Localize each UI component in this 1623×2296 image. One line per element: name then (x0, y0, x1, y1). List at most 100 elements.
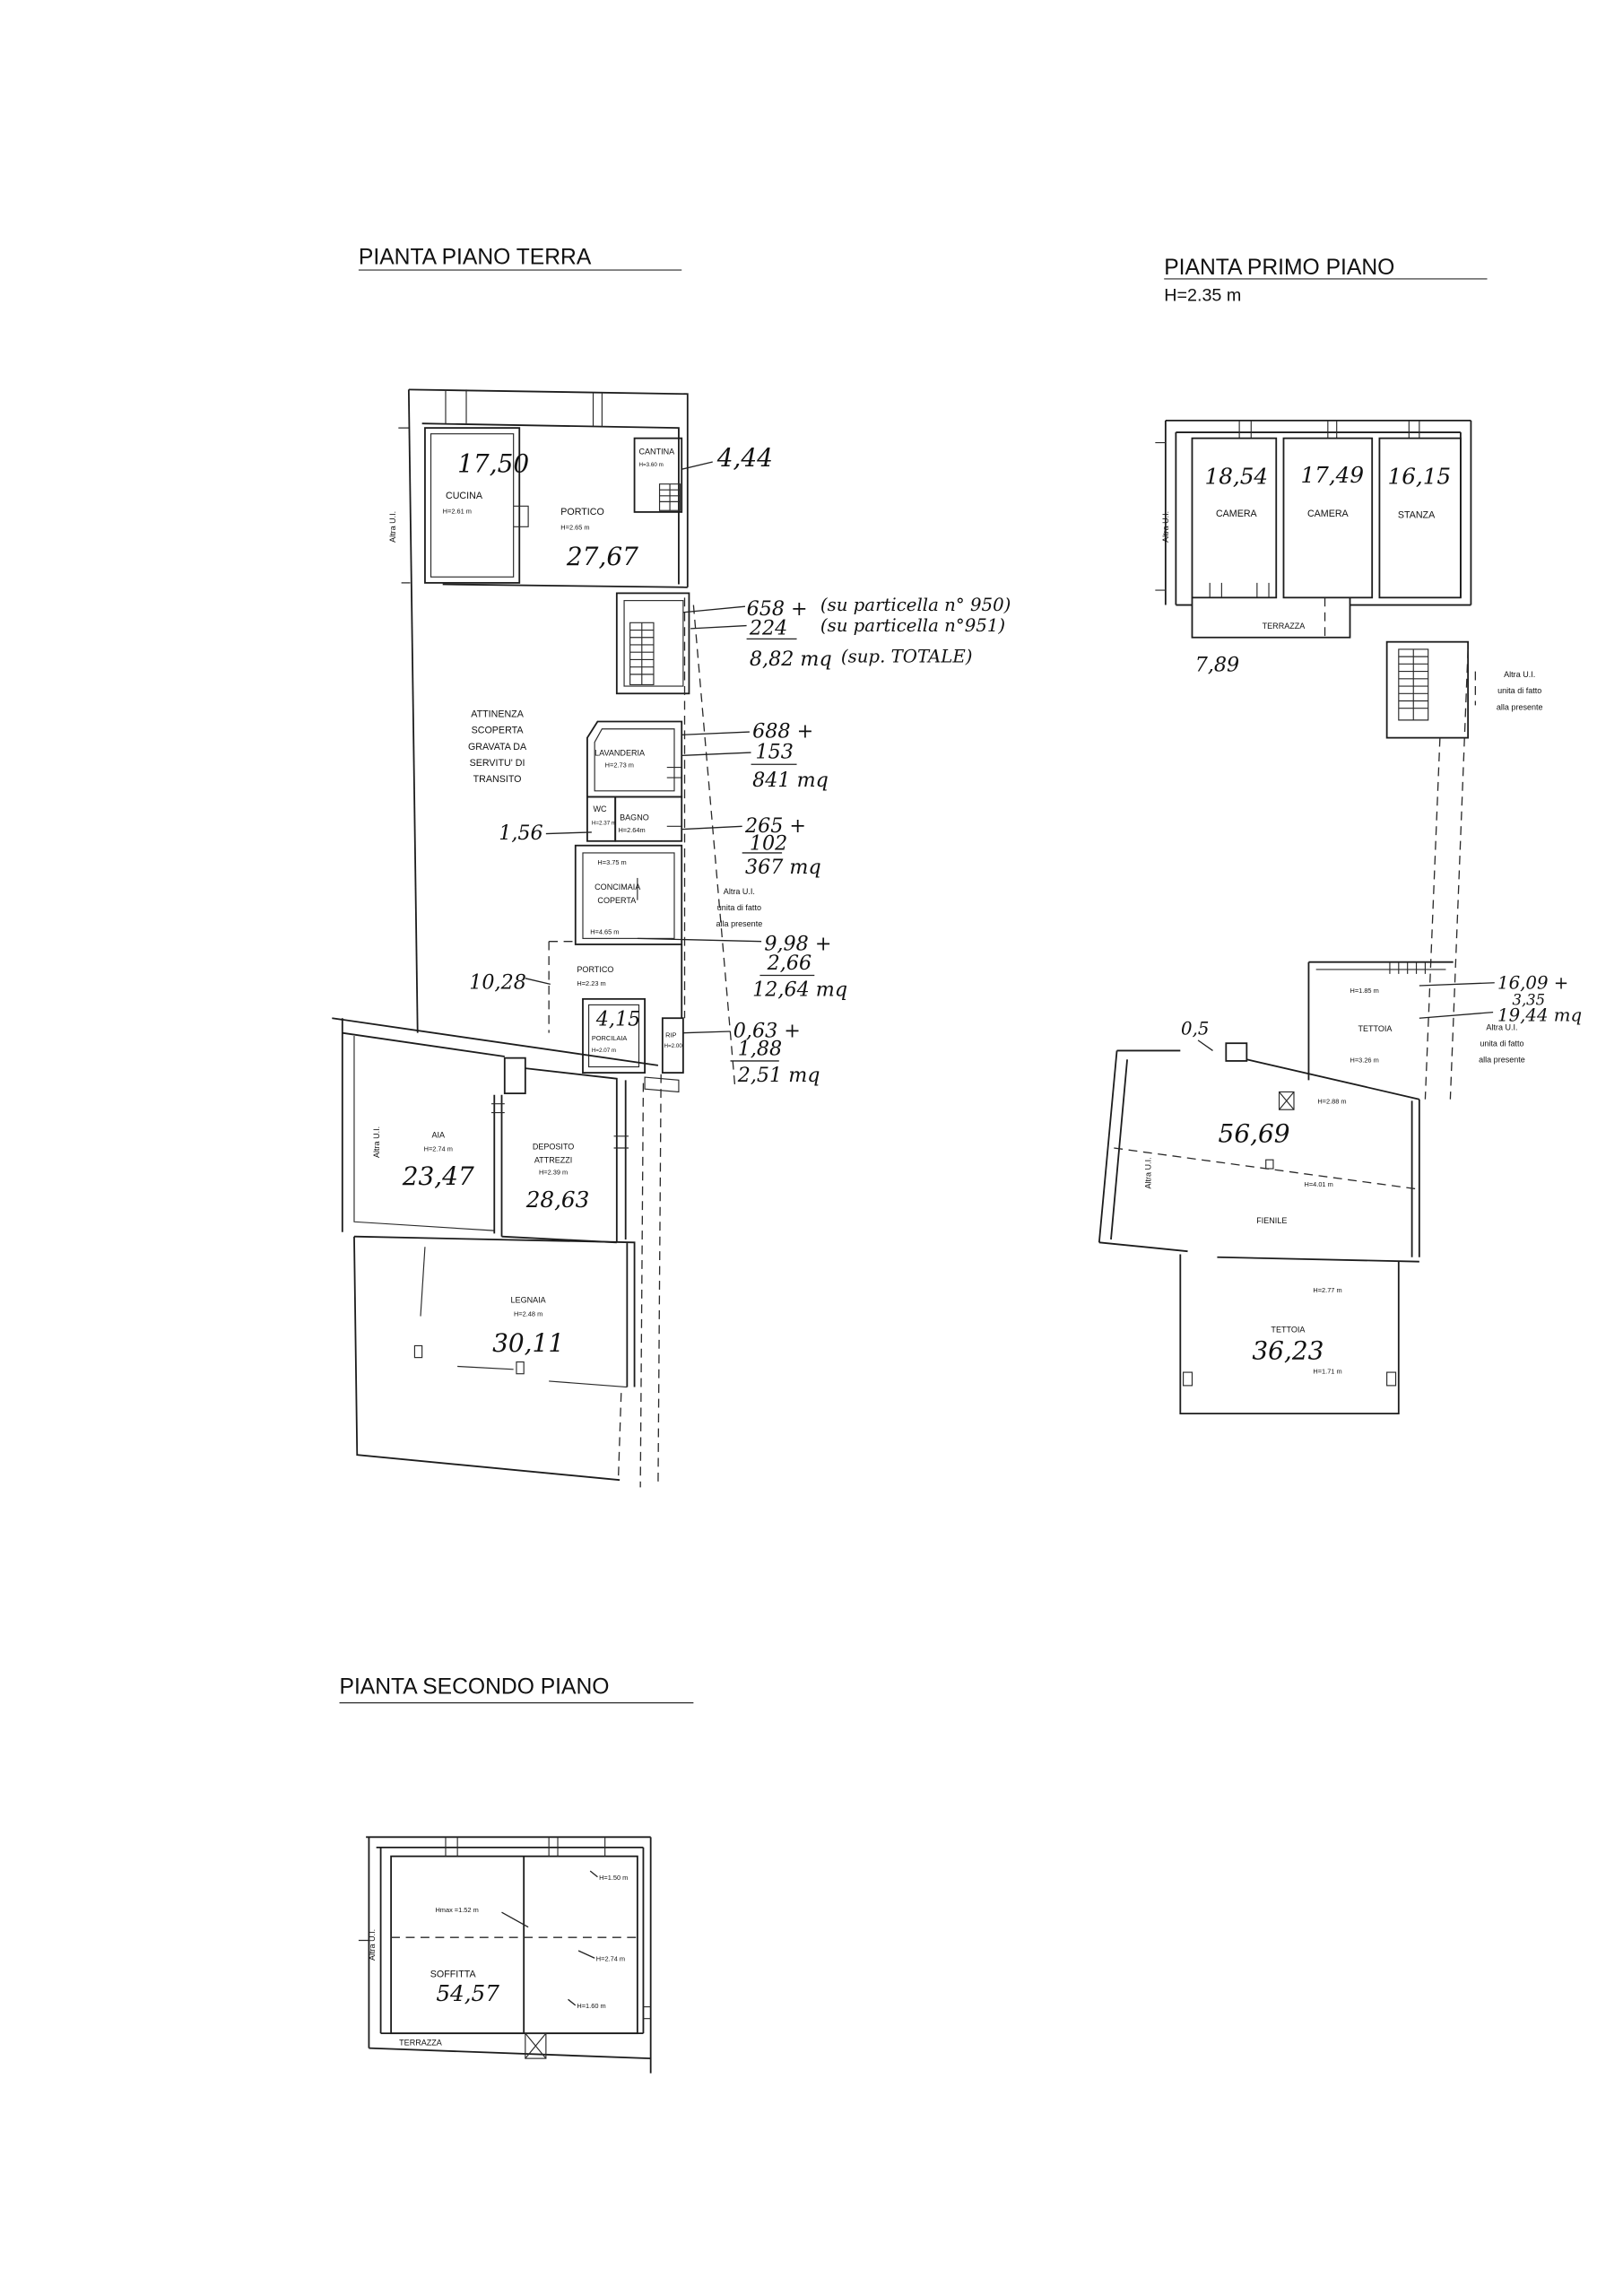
wall (366, 1836, 651, 1848)
door-marks (1209, 582, 1270, 598)
legnaia-walls (353, 1235, 636, 1387)
portico-lower-height: H=2.23 m (577, 979, 605, 987)
concimaia-inner (582, 852, 675, 939)
second-floor-title: PIANTA SECONDO PIANO (340, 1675, 610, 1700)
attinenza-label: GRAVATA DA (468, 742, 527, 752)
other-unit-note: alla presente (1497, 702, 1543, 711)
legnaia-area: 30,11 (492, 1328, 564, 1358)
legnaia-inner-edge (457, 1365, 628, 1388)
lavanderia-area: 688 + (752, 720, 813, 744)
other-unit-note: alla presente (1479, 1056, 1525, 1065)
hatch-cross (525, 2032, 547, 2059)
aia-area: 23,47 (402, 1161, 474, 1191)
bagno-name: BAGNO (620, 813, 649, 822)
leader-line (682, 1031, 779, 1062)
wall (493, 1094, 503, 1237)
bagno-area-total: 367 mq (745, 856, 821, 879)
other-unit-note: Altra U.I. (1504, 670, 1535, 679)
tettoia-lower-name: TETTOIA (1271, 1326, 1305, 1335)
leader-line (681, 461, 713, 470)
portico-lower-area: 10,28 (469, 970, 526, 994)
stairs-area-note: (sup. TOTALE) (841, 647, 973, 667)
portico-upper-height: H=2.65 m (560, 524, 589, 532)
wc-area: 1,56 (499, 822, 542, 845)
bagno-height: H=2.64m (618, 826, 645, 834)
wall (642, 1837, 652, 2074)
wall (1246, 1058, 1420, 1100)
concimaia-area-total: 12,64 mq (752, 978, 847, 1002)
tettoia-upper-height-top: H=1.85 m (1350, 987, 1379, 995)
other-unit-note: unita di fatto (1497, 686, 1541, 695)
wall (408, 388, 689, 587)
staircase (1398, 648, 1429, 721)
deposito-name: ATTREZZI (534, 1155, 572, 1164)
stair-block-walls (1385, 640, 1470, 739)
wall (1460, 420, 1472, 605)
rip-area: 1,88 (738, 1037, 782, 1060)
column (1265, 1159, 1274, 1170)
stair-block-walls (615, 592, 690, 695)
rip-step (644, 1076, 680, 1093)
legnaia-outer-wall (353, 1236, 621, 1482)
soffitta-height-max: Hmax =1.52 m (435, 1906, 478, 1914)
portico-open-edge (548, 941, 576, 1033)
rip-area-total: 2,51 mq (737, 1064, 820, 1087)
leader-line (681, 731, 797, 765)
column (1386, 1371, 1397, 1387)
tettoia-upper-name: TETTOIA (1358, 1024, 1392, 1033)
aia-inner (353, 1035, 495, 1231)
soffitta-height-south: H=1.60 m (577, 2002, 605, 2010)
fienile-right-wall (1410, 1099, 1420, 1257)
stanza-area: 16,15 (1388, 464, 1452, 490)
ground-floor-title: PIANTA PIANO TERRA (359, 245, 592, 269)
kitchen-door (513, 505, 529, 527)
dashed-boundary (639, 1083, 645, 1488)
tettoia-upper-area: 16,09 + (1497, 972, 1568, 993)
rip-walls (661, 1017, 684, 1074)
stairs-area-total: 8,82 mq (750, 648, 832, 671)
stairs-area-note: (su particella n°951) (820, 615, 1005, 636)
tettoia-lower-height-top: H=2.77 m (1313, 1286, 1341, 1294)
camera-2-walls (1282, 437, 1374, 599)
other-unit-note: Altra U.I. (1486, 1022, 1517, 1031)
rip-name: RIP (665, 1031, 676, 1039)
deposito-area: 28,63 (525, 1187, 590, 1213)
other-unit-note: unita di fatto (717, 903, 761, 912)
aia-height: H=2.74 m (424, 1144, 453, 1152)
porcilaia-area: 4,15 (595, 1007, 640, 1031)
terrazza-edge (1191, 597, 1351, 639)
staircase (629, 622, 655, 685)
tettoia-upper-area: 3,35 (1512, 991, 1545, 1008)
stanza-name: STANZA (1398, 509, 1436, 520)
legnaia-post (420, 1247, 426, 1317)
wall (421, 422, 680, 585)
porcilaia-inner (587, 1004, 640, 1068)
wc-name: WC (594, 804, 608, 813)
first-floor-plan (1098, 419, 1495, 1415)
tettoia-upper-height-bottom: H=3.26 m (1350, 1057, 1379, 1065)
other-unit-label: Altra U.I. (368, 1929, 377, 1961)
stairs-area-value: 658 + (747, 597, 808, 621)
other-unit-label: Altra U.I. (372, 1126, 381, 1158)
stairs-area-note: (su particella n° 950) (820, 595, 1011, 615)
column (1183, 1371, 1193, 1387)
pillar (1225, 1042, 1248, 1062)
bagno-walls (614, 796, 683, 842)
lavanderia-name: LAVANDERIA (595, 748, 645, 757)
other-unit-note: unita di fatto (1480, 1039, 1523, 1048)
fienile-name: FIENILE (1256, 1216, 1287, 1225)
camera-2-area: 17,49 (1300, 462, 1364, 488)
terrazza-edge (369, 2032, 651, 2060)
first-floor-labels: 18,54 17,49 16,15 CAMERA CAMERA STANZA A… (1143, 462, 1582, 1376)
cantina-area: 4,44 (716, 443, 773, 473)
wall (1164, 420, 1177, 605)
other-unit-label: Altra U.I. (388, 511, 397, 543)
deposito-name: DEPOSITO (533, 1143, 575, 1152)
terrazza-name: TERRAZZA (399, 2038, 442, 2047)
dashed-boundary (1424, 737, 1441, 1100)
soffitta-name: SOFFITTA (430, 1970, 477, 1980)
wall (332, 1017, 659, 1066)
tettoia-upper-area-total: 19,44 mq (1497, 1005, 1582, 1026)
tettoia-upper-inner (1315, 961, 1446, 974)
terrazza-name: TERRAZZA (1263, 622, 1306, 631)
